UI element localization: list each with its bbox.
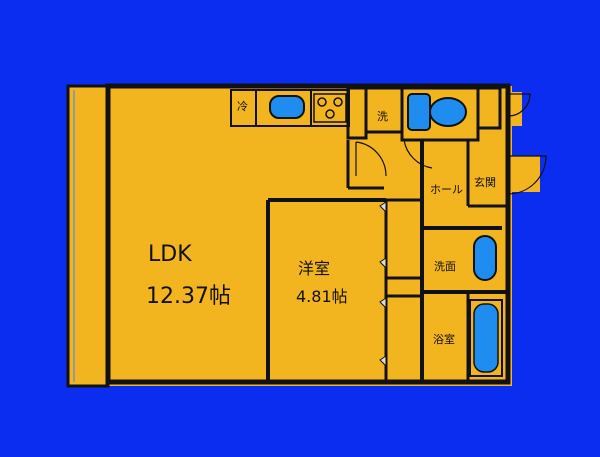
ldk-size: 12.37帖 — [146, 284, 231, 309]
washbasin-icon — [473, 235, 497, 281]
bathtub-icon — [469, 299, 503, 377]
western-room-name: 洋室 — [298, 259, 331, 278]
stove-icon — [313, 93, 347, 123]
hall-label: ホール — [430, 183, 463, 196]
washroom-label: 洗面 — [434, 260, 456, 273]
entrance-label: 玄関 — [474, 176, 496, 189]
western-room-size: 4.81帖 — [296, 287, 348, 306]
closet-doors — [379, 201, 387, 368]
ldk-name: LDK — [148, 242, 192, 267]
laundry-label: 洗 — [377, 110, 388, 123]
outer-walls — [105, 83, 511, 385]
bathroom-label: 浴室 — [433, 333, 455, 346]
toilet-icon — [407, 93, 467, 131]
sink-icon — [269, 95, 305, 119]
fridge-label: 冷 — [237, 100, 248, 113]
door-swings — [355, 93, 547, 262]
